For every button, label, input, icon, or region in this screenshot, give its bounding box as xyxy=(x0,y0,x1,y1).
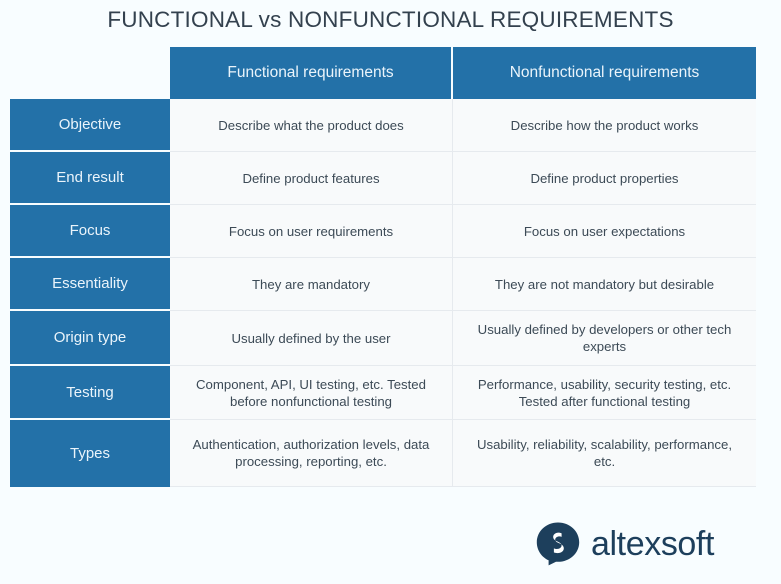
table-row: Origin type Usually defined by the user … xyxy=(10,311,756,366)
table-body: Objective Describe what the product does… xyxy=(10,99,756,487)
table-row: Testing Component, API, UI testing, etc.… xyxy=(10,366,756,420)
row-label-testing: Testing xyxy=(10,366,170,420)
row-label-objective: Objective xyxy=(10,99,170,152)
cell-objective-nonfunctional: Describe how the product works xyxy=(453,99,756,152)
cell-objective-functional: Describe what the product does xyxy=(170,99,453,152)
table-row: End result Define product features Defin… xyxy=(10,152,756,205)
altexsoft-speech-bubble-icon xyxy=(535,521,581,567)
row-label-essentiality: Essentiality xyxy=(10,258,170,311)
cell-types-nonfunctional: Usability, reliability, scalability, per… xyxy=(453,420,756,487)
cell-origin-type-nonfunctional: Usually defined by developers or other t… xyxy=(453,311,756,366)
table-row: Types Authentication, authorization leve… xyxy=(10,420,756,487)
cell-end-result-nonfunctional: Define product properties xyxy=(453,152,756,205)
comparison-table: Functional requirements Nonfunctional re… xyxy=(10,47,756,487)
cell-testing-nonfunctional: Performance, usability, security testing… xyxy=(453,366,756,420)
column-header-nonfunctional: Nonfunctional requirements xyxy=(453,47,756,99)
row-label-focus: Focus xyxy=(10,205,170,258)
row-label-end-result: End result xyxy=(10,152,170,205)
cell-essentiality-functional: They are mandatory xyxy=(170,258,453,311)
table-row: Focus Focus on user requirements Focus o… xyxy=(10,205,756,258)
cell-types-functional: Authentication, authorization levels, da… xyxy=(170,420,453,487)
table-row: Objective Describe what the product does… xyxy=(10,99,756,152)
page-title: FUNCTIONAL vs NONFUNCTIONAL REQUIREMENTS xyxy=(107,7,674,32)
table-header-row: Functional requirements Nonfunctional re… xyxy=(10,47,756,99)
cell-origin-type-functional: Usually defined by the user xyxy=(170,311,453,366)
cell-testing-functional: Component, API, UI testing, etc. Tested … xyxy=(170,366,453,420)
row-label-types: Types xyxy=(10,420,170,487)
row-label-origin-type: Origin type xyxy=(10,311,170,366)
altexsoft-wordmark: altexsoft xyxy=(591,525,715,563)
column-header-functional: Functional requirements xyxy=(170,47,453,99)
cell-end-result-functional: Define product features xyxy=(170,152,453,205)
table-corner-cell xyxy=(10,47,170,99)
cell-focus-nonfunctional: Focus on user expectations xyxy=(453,205,756,258)
cell-focus-functional: Focus on user requirements xyxy=(170,205,453,258)
cell-essentiality-nonfunctional: They are not mandatory but desirable xyxy=(453,258,756,311)
altexsoft-logo: altexsoft xyxy=(535,521,714,567)
table-row: Essentiality They are mandatory They are… xyxy=(10,258,756,311)
